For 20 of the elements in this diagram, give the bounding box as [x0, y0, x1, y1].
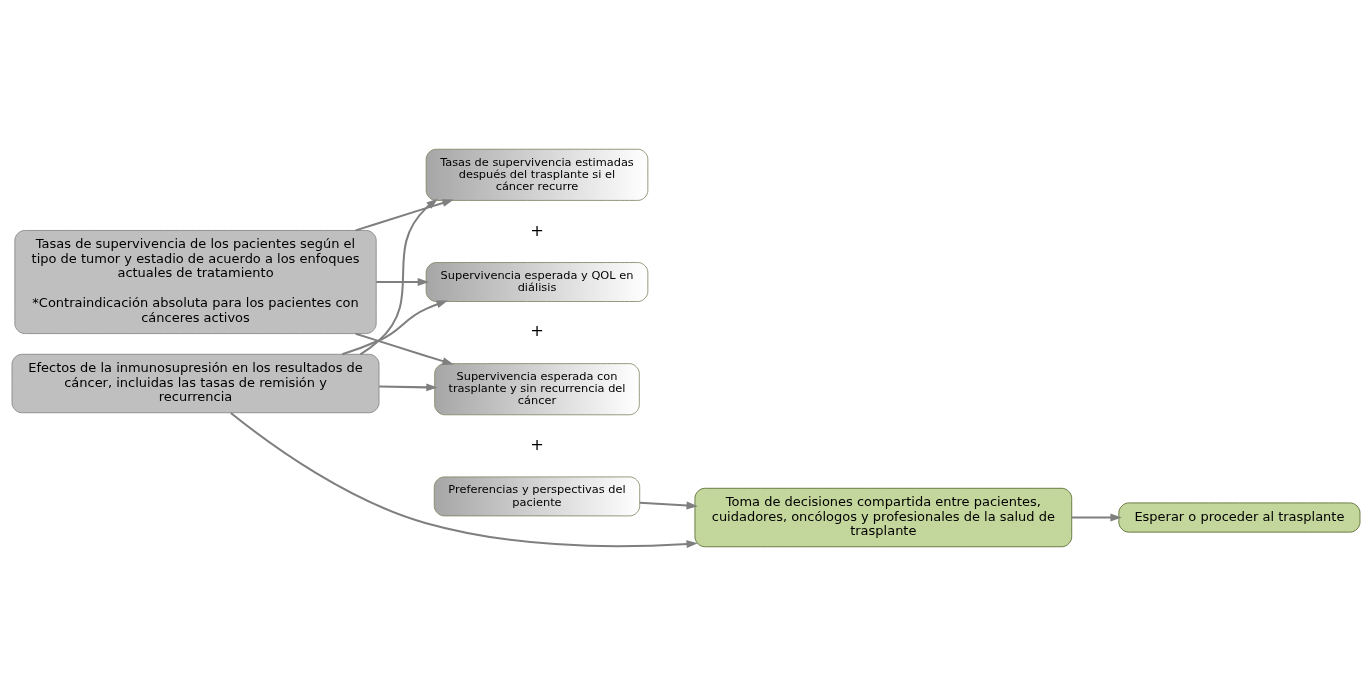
arrow — [355, 198, 454, 231]
arrow — [230, 411, 698, 548]
arrow — [379, 382, 438, 391]
arrow — [355, 332, 454, 365]
arrow — [359, 198, 438, 355]
label: + — [530, 320, 544, 340]
node-box: Tasas de supervivencia estimadas después del trasplante si el cáncer recurre — [425, 148, 649, 201]
arrow — [639, 501, 698, 509]
node-box: Supervivencia esperada con trasplante y sin recurrencia del cáncer — [434, 362, 640, 415]
arrow — [341, 300, 448, 355]
node-box: Tasas de supervivencia de los pacientes según el tipo de tumor y estadio de acuerdo a los enfoques actuales de tratamiento *Contraindicación absoluta para los pacientes con cánceres activos — [14, 229, 377, 334]
node-box: Esperar o proceder al trasplante — [1118, 502, 1361, 533]
label: + — [530, 434, 544, 454]
node-box: Toma de decisiones compartida entre pacientes, cuidadores, oncólogos y profesionales de la salud de trasplante — [694, 487, 1073, 547]
node-box: Supervivencia esperada y QOL en diálisis — [425, 261, 649, 302]
arrow — [376, 277, 430, 286]
arrow — [1071, 513, 1122, 521]
label: + — [530, 220, 544, 240]
node-box: Preferencias y perspectivas del paciente — [433, 476, 641, 516]
node-box: Efectos de la inmunosupresión en los resultados de cáncer, incluidas las tasas de remisión y recurrencia — [11, 353, 380, 413]
